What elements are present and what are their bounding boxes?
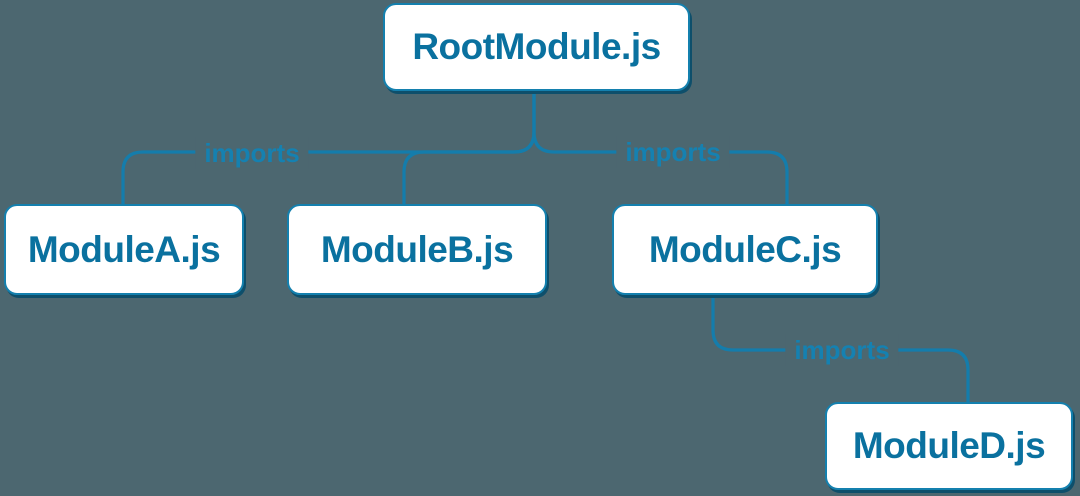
edge-label-imports-left: imports [195, 137, 309, 169]
node-modulea-label: ModuleA.js [27, 228, 221, 270]
node-moduled-label: ModuleD.js [852, 425, 1046, 466]
node-modulec-label: ModuleC.js [648, 228, 842, 270]
edge-root-to-modulea [121, 91, 536, 205]
edge-root-to-moduleb [402, 91, 536, 205]
edge-label-imports-right: imports [616, 136, 730, 168]
node-moduled: ModuleD.js [825, 402, 1073, 490]
node-moduleb-label: ModuleB.js [320, 228, 514, 270]
node-rootmodule: RootModule.js [383, 3, 690, 91]
node-rootmodule-label: RootModule.js [412, 26, 661, 67]
edge-label-imports-bottom: imports [785, 334, 899, 366]
node-moduleb: ModuleB.js [287, 204, 547, 295]
node-modulea: ModuleA.js [4, 204, 244, 295]
node-modulec: ModuleC.js [612, 204, 878, 295]
